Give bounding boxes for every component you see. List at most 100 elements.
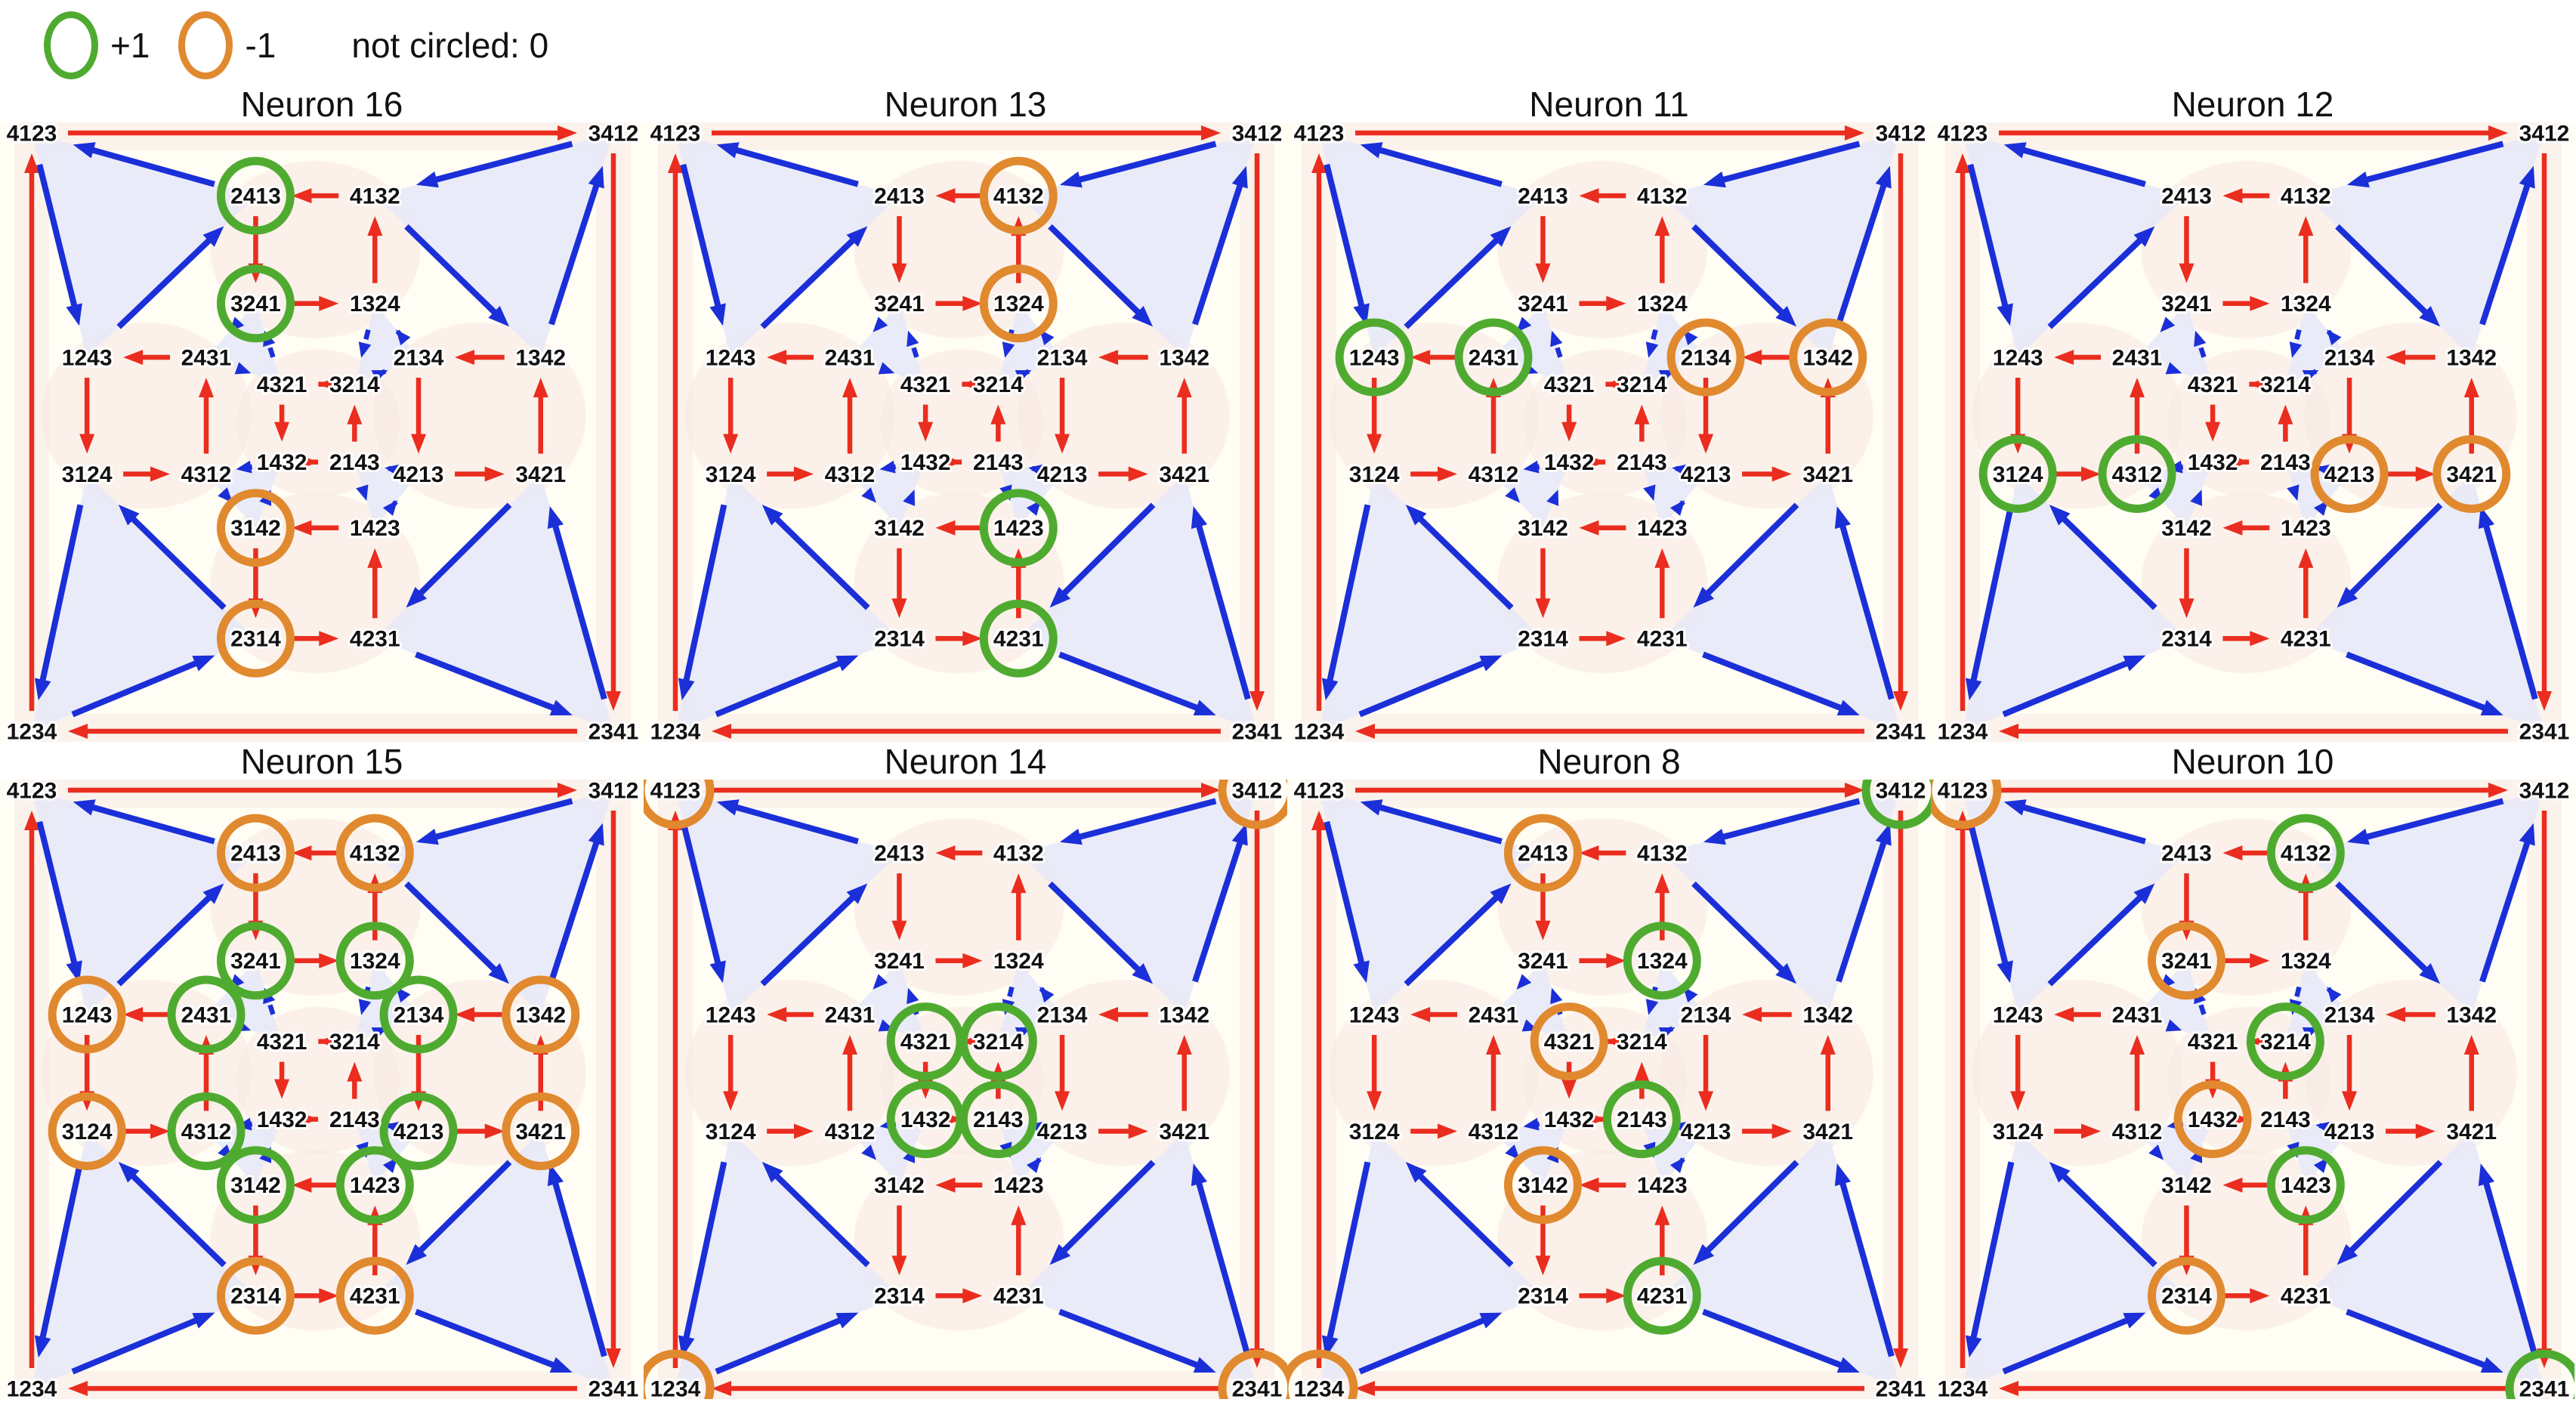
node-label: 3124	[62, 1120, 113, 1144]
node-label: 2143	[1617, 450, 1667, 475]
plus-one-circle	[959, 1002, 1037, 1081]
minus-one-circle	[2432, 434, 2511, 513]
minus-one-circle	[1931, 780, 2002, 829]
red-edges	[1955, 125, 2552, 739]
red-edges	[24, 125, 621, 739]
node-label: 3241	[2161, 292, 2212, 317]
plus-one-circle	[379, 1092, 458, 1170]
plus-one-circle	[1335, 318, 1413, 397]
node-label: 4213	[1037, 462, 1088, 487]
minus-one-circle	[216, 814, 295, 892]
node-label: 3241	[230, 292, 281, 317]
node-label: 3124	[706, 462, 756, 487]
node-label: 3142	[874, 516, 925, 541]
node-label: 2341	[588, 1377, 639, 1400]
node-label: 3412	[588, 122, 639, 147]
node-label: 3421	[515, 1120, 566, 1144]
blue-corner-edges	[1321, 141, 1895, 718]
node-label: 2134	[2324, 1003, 2375, 1028]
node-label: 4231	[993, 627, 1044, 652]
node-label: 1432	[900, 1107, 951, 1132]
panel-title: Neuron 10	[2171, 742, 2334, 781]
node-label: 2314	[230, 1284, 281, 1309]
node-label: 4132	[993, 842, 1044, 866]
blue-cycle-face	[1662, 133, 1901, 357]
node-label: 2431	[2112, 1003, 2163, 1028]
node-label: 3241	[230, 949, 281, 974]
node-label: 1324	[350, 292, 400, 317]
node-label: 1243	[706, 1003, 756, 1028]
blue-cycle-face	[1642, 1119, 1707, 1185]
node-label: 3214	[1617, 1030, 1667, 1055]
minus-one-circle	[216, 489, 295, 567]
node-label: 1432	[257, 450, 307, 475]
blue-cycle-face	[1018, 790, 1257, 1015]
node-label: 1423	[1637, 1173, 1688, 1198]
blue-corner-edges	[34, 141, 607, 718]
node-label: 4123	[650, 780, 701, 804]
plus-one-circle	[216, 156, 295, 235]
legend-item-minus-one: -1	[178, 11, 276, 79]
node-label: 2314	[1518, 627, 1568, 652]
legend-plus-label: +1	[110, 26, 150, 65]
legend-minus-label: -1	[245, 26, 276, 65]
node-label: 3241	[874, 292, 925, 317]
node-label: 3142	[1518, 516, 1568, 541]
node-label: 3124	[1349, 1120, 1400, 1144]
node-label: 1243	[706, 346, 756, 371]
blue-cycle-face	[32, 790, 256, 1015]
node-label: 2143	[2260, 450, 2311, 475]
blue-corner-edges	[678, 798, 1251, 1375]
node-label: 4132	[350, 184, 400, 209]
plus-one-circle	[1978, 434, 2057, 513]
blue-cycle-face	[1662, 1131, 1901, 1388]
blue-cycle-face	[1319, 474, 1543, 731]
node-label: 2143	[973, 1107, 1024, 1132]
node-label: 2314	[1518, 1284, 1568, 1309]
blue-cycle-face	[675, 790, 900, 1015]
node-label: 3412	[588, 780, 639, 804]
node-label: 1342	[1159, 346, 1209, 371]
node-label: 2413	[874, 184, 925, 209]
panel-title: Neuron 14	[884, 742, 1047, 781]
blue-cycle-face	[32, 474, 256, 731]
plus-one-circle	[2246, 1002, 2324, 1081]
node-label: 1234	[650, 1377, 701, 1400]
node-label: 1324	[1637, 949, 1688, 974]
node-label: 2134	[1681, 1003, 1731, 1028]
node-label: 1423	[2281, 1173, 2331, 1198]
node-label: 1342	[1159, 1003, 1209, 1028]
blue-inner-edges	[1505, 317, 1698, 516]
minus-one-circle	[502, 975, 580, 1054]
plus-one-circle	[167, 975, 246, 1054]
blue-cycle-face	[375, 133, 613, 357]
plus-one-circle	[167, 1092, 246, 1170]
node-label: 1243	[62, 1003, 113, 1028]
red-edges	[668, 783, 1265, 1396]
node-label: 3421	[515, 462, 566, 487]
minus-one-circle	[1503, 1146, 1582, 1225]
blue-corner-edges	[1965, 798, 2538, 1375]
node-label: 2413	[230, 842, 281, 866]
blue-cycle-face	[1642, 462, 1707, 528]
node-label: 2431	[1469, 346, 1519, 371]
node-label: 4312	[825, 1120, 876, 1144]
minus-one-circle	[48, 1092, 126, 1170]
node-label: 4321	[900, 372, 951, 397]
node-label: 1243	[62, 346, 113, 371]
blue-cycle-face	[375, 1131, 613, 1388]
panel-title: Neuron 11	[1529, 85, 1689, 124]
blue-cycle-face	[2285, 303, 2350, 385]
node-label: 4231	[1637, 627, 1688, 652]
node-label: 2134	[2324, 346, 2375, 371]
plus-one-circle	[2266, 1146, 2345, 1225]
node-label: 2314	[230, 627, 281, 652]
node-label: 3412	[1876, 780, 1926, 804]
node-label: 4132	[2281, 184, 2331, 209]
blue-cycle-face	[2306, 133, 2544, 357]
node-label: 1423	[993, 516, 1044, 541]
